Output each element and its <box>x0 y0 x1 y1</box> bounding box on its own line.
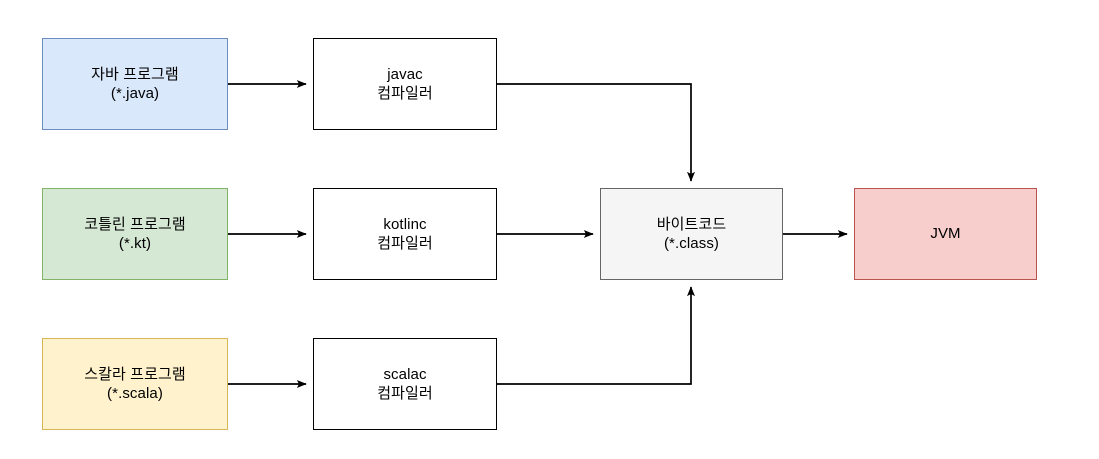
node-jvm-label-primary: JVM <box>930 225 961 243</box>
node-java-source-label-primary: 자바 프로그램 <box>91 65 179 83</box>
node-scala-source-label-primary: 스칼라 프로그램 <box>84 365 186 383</box>
edge-javac-to-bytecode <box>497 83 695 182</box>
node-kotlinc-label-primary: kotlinc <box>383 215 427 233</box>
node-java-source[interactable]: 자바 프로그램 (*.java) <box>42 38 228 130</box>
node-scalac-compiler[interactable]: scalac 컴파일러 <box>313 338 497 430</box>
node-kotlin-source[interactable]: 코틀린 프로그램 (*.kt) <box>42 188 228 280</box>
node-bytecode-label-primary: 바이트코드 <box>656 215 727 233</box>
node-bytecode-label-secondary: (*.class) <box>663 235 720 252</box>
node-javac-label-primary: javac <box>387 65 423 83</box>
node-jvm[interactable]: JVM <box>854 188 1037 280</box>
node-java-source-label-secondary: (*.java) <box>110 85 160 102</box>
node-kotlin-source-label-secondary: (*.kt) <box>118 235 152 252</box>
node-kotlinc-label-secondary: 컴파일러 <box>377 235 433 252</box>
node-kotlinc-compiler[interactable]: kotlinc 컴파일러 <box>313 188 497 280</box>
node-javac-compiler[interactable]: javac 컴파일러 <box>313 38 497 130</box>
node-scalac-label-primary: scalac <box>383 365 427 383</box>
node-bytecode[interactable]: 바이트코드 (*.class) <box>600 188 783 280</box>
node-scalac-label-secondary: 컴파일러 <box>377 385 433 402</box>
node-scala-source[interactable]: 스칼라 프로그램 (*.scala) <box>42 338 228 430</box>
node-kotlin-source-label-primary: 코틀린 프로그램 <box>84 215 186 233</box>
node-scala-source-label-secondary: (*.scala) <box>107 385 163 402</box>
node-javac-label-secondary: 컴파일러 <box>377 85 433 102</box>
edge-scalac-to-bytecode <box>497 286 695 385</box>
